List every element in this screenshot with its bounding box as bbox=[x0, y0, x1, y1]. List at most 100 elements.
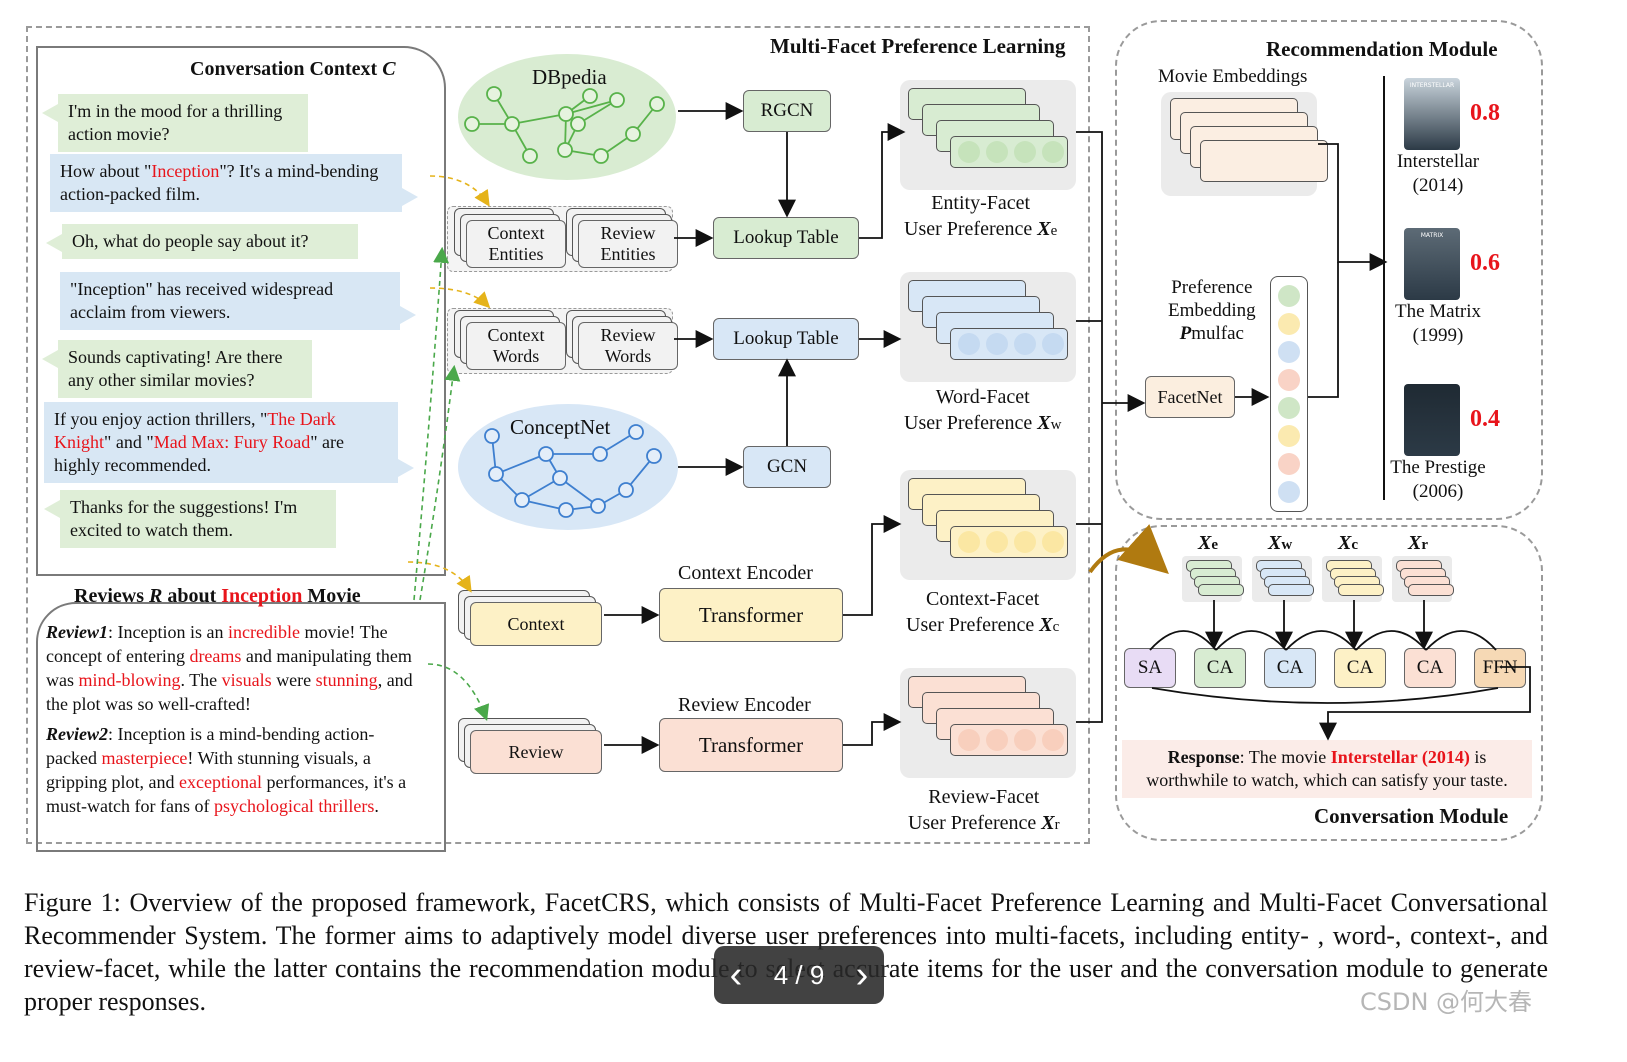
green-link-review bbox=[427, 663, 490, 722]
movie-title-2: The Prestige(2006) bbox=[1390, 457, 1486, 502]
poster-title-text: MATRIX bbox=[1420, 232, 1444, 239]
word-facet-block-dot bbox=[1042, 333, 1064, 355]
context-facet-block-dot bbox=[1014, 531, 1036, 553]
reviews-panel bbox=[36, 602, 446, 852]
context-facet-block-dot bbox=[986, 531, 1008, 553]
pref-vector-dot bbox=[1278, 341, 1300, 363]
green-link-entities bbox=[413, 246, 450, 601]
pref-vector-dot bbox=[1278, 397, 1300, 419]
word-facet-block-dot bbox=[1014, 333, 1036, 355]
entity-facet-block-dot bbox=[1014, 141, 1036, 163]
x-block-card bbox=[1268, 584, 1314, 596]
conversation-context-panel bbox=[36, 46, 446, 576]
chat-bubble-sys: How about "Inception"? It's a mind-bendi… bbox=[50, 154, 418, 212]
pref-vector-dot bbox=[1278, 425, 1300, 447]
pref-vector-dot bbox=[1278, 481, 1300, 503]
block-ca-3: CA bbox=[1334, 648, 1386, 688]
x-label-c: Xc bbox=[1338, 532, 1359, 554]
conversation-title: Conversation Context C bbox=[190, 58, 396, 80]
chevron-left-icon[interactable]: ‹ bbox=[729, 954, 743, 996]
context-input-card: Context bbox=[470, 602, 602, 646]
conv-module-title: Conversation Module bbox=[1314, 804, 1509, 828]
review-facet-block-dot bbox=[1042, 729, 1064, 751]
conceptnet-label: ConceptNet bbox=[510, 415, 611, 439]
pref-vector-dot bbox=[1278, 369, 1300, 391]
conceptnet-graph bbox=[484, 424, 662, 518]
movie-score-2: 0.4 bbox=[1470, 406, 1500, 432]
block-ca-2: CA bbox=[1264, 648, 1316, 688]
x-label-r: Xr bbox=[1408, 532, 1429, 554]
bubble-tail bbox=[46, 234, 62, 252]
rec-module-frame bbox=[1115, 20, 1543, 520]
entity-facet-block-dot bbox=[958, 141, 980, 163]
movie-embedding-card bbox=[1200, 140, 1328, 182]
lookup-table-word-node: Lookup Table bbox=[713, 318, 859, 360]
conv-module-frame bbox=[1115, 525, 1543, 841]
dbpedia-label: DBpedia bbox=[532, 65, 607, 89]
context-words-card: Context Words bbox=[466, 322, 566, 370]
x-block-card bbox=[1198, 584, 1244, 596]
bubble-tail bbox=[402, 188, 418, 206]
context-facet-label: Context-Facet User Preference Xc bbox=[906, 588, 1060, 636]
movie-poster-2 bbox=[1404, 384, 1460, 456]
review-facet-block-dot bbox=[958, 729, 980, 751]
review-facet-label: Review-Facet User Preference Xr bbox=[908, 786, 1060, 834]
block-ca-1: CA bbox=[1194, 648, 1246, 688]
review-input-card: Review bbox=[470, 730, 602, 774]
pref-vector-dot bbox=[1278, 285, 1300, 307]
movie-poster-1: MATRIX bbox=[1404, 228, 1460, 300]
entity-facet-label: Entity-Facet User Preference Xe bbox=[904, 192, 1058, 240]
yellow-link-entities bbox=[429, 175, 490, 207]
entity-facet-block-dot bbox=[986, 141, 1008, 163]
movie-score-0: 0.8 bbox=[1470, 100, 1500, 126]
review-entities-card: Review Entities bbox=[578, 220, 678, 268]
movie-embeddings-label: Movie Embeddings bbox=[1158, 66, 1308, 87]
chevron-right-icon[interactable]: › bbox=[855, 954, 869, 996]
bubble-tail bbox=[398, 459, 414, 477]
page-navigator: ‹ 4 / 9 › bbox=[714, 946, 884, 1004]
main-arrows bbox=[604, 76, 1531, 754]
x-block-card bbox=[1408, 584, 1454, 596]
yellow-link-context bbox=[407, 561, 472, 593]
rgcn-node: RGCN bbox=[743, 90, 831, 132]
preference-embedding-label: Preference Embedding Pmulfac bbox=[1168, 277, 1256, 344]
yellow-link-words bbox=[429, 287, 491, 309]
green-link-words bbox=[419, 364, 461, 601]
block-ca-4: CA bbox=[1404, 648, 1456, 688]
reviews-title: Reviews R about Inception Movie bbox=[74, 585, 361, 607]
word-facet-block-dot bbox=[958, 333, 980, 355]
review-words-card: Review Words bbox=[578, 322, 678, 370]
page-indicator: 4 / 9 bbox=[773, 959, 825, 990]
context-facet-block-dot bbox=[958, 531, 980, 553]
rec-module-title: Recommendation Module bbox=[1266, 37, 1498, 61]
response-box bbox=[1122, 740, 1532, 798]
transformer-review-node: Transformer bbox=[659, 718, 843, 772]
mfpl-frame bbox=[26, 26, 1090, 844]
x-label-w: Xw bbox=[1268, 532, 1293, 554]
context-entities-card: Context Entities bbox=[466, 220, 566, 268]
movie-score-1: 0.6 bbox=[1470, 250, 1500, 276]
chat-bubble-user: Oh, what do people say about it? bbox=[46, 224, 358, 259]
facetnet-node: FacetNet bbox=[1145, 376, 1235, 418]
review-facet-block-dot bbox=[1014, 729, 1036, 751]
review-encoder-label: Review Encoder bbox=[678, 694, 811, 716]
x-label-e: Xe bbox=[1198, 532, 1219, 554]
movie-title-1: The Matrix(1999) bbox=[1394, 301, 1481, 346]
bubble-tail bbox=[44, 500, 60, 518]
word-facet-block-dot bbox=[986, 333, 1008, 355]
transformer-context-node: Transformer bbox=[659, 588, 843, 642]
pref-vector-dot bbox=[1278, 313, 1300, 335]
review-2: Review2: Inception is a mind-bending act… bbox=[46, 724, 407, 816]
mfpl-title: Multi-Facet Preference Learning bbox=[770, 34, 1066, 58]
bubble-tail bbox=[400, 306, 416, 324]
x-block-card bbox=[1338, 584, 1384, 596]
word-facet-label: Word-Facet User Preference Xw bbox=[904, 386, 1062, 434]
context-facet-block-dot bbox=[1042, 531, 1064, 553]
facets-to-conversation-arrow bbox=[1088, 524, 1169, 575]
watermark: CSDN @何大春 bbox=[1360, 988, 1533, 1016]
